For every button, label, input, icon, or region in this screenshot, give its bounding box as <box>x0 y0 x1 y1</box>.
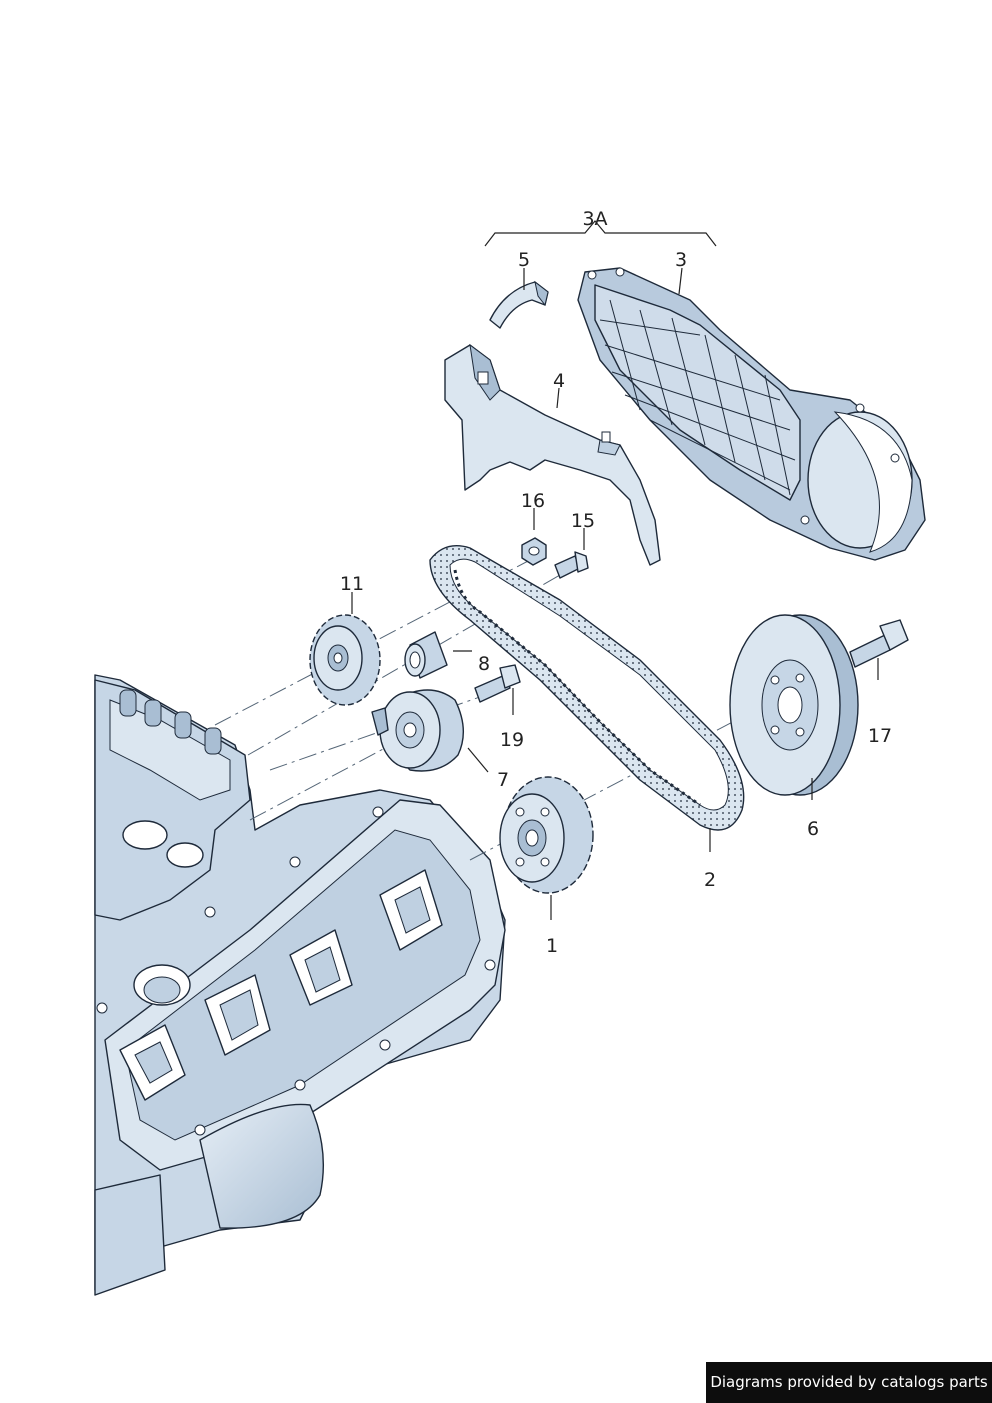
callout-7: 7 <box>497 769 509 791</box>
callout-8: 8 <box>478 653 490 675</box>
callout-2: 2 <box>704 869 716 891</box>
pulley-bolt <box>849 619 909 668</box>
retaining-clip <box>489 280 549 329</box>
callout-leader-lines <box>351 267 879 920</box>
callout-3: 3 <box>675 249 687 271</box>
engine-block <box>94 674 506 1296</box>
nut <box>521 537 547 566</box>
valve-pockets <box>119 869 443 1101</box>
small-bolt <box>554 551 589 579</box>
callout-17: 17 <box>868 725 892 747</box>
callout-6: 6 <box>807 818 819 840</box>
callout-4: 4 <box>553 370 565 392</box>
callout-16: 16 <box>521 490 545 512</box>
outer-timing-belt-cover <box>577 267 926 561</box>
camshaft-sprocket <box>309 614 381 706</box>
group-bracket-3a <box>484 220 717 247</box>
callout-numbers: 3A 3 5 4 16 15 11 8 19 7 17 6 2 1 <box>340 208 892 957</box>
bolt-holes <box>96 806 496 1136</box>
inner-cover-bracket <box>444 343 661 566</box>
diagram-credit-banner: Diagrams provided by catalogs parts <box>706 1362 992 1403</box>
toothed-timing-belt <box>429 545 745 831</box>
callout-15: 15 <box>571 510 595 532</box>
callout-11: 11 <box>340 573 364 595</box>
bore-holes <box>122 820 204 1006</box>
callout-5: 5 <box>518 249 530 271</box>
tension-roller <box>371 689 464 772</box>
callout-1: 1 <box>546 935 558 957</box>
spacer-bushing <box>404 631 448 679</box>
crankshaft-sprocket <box>499 776 594 894</box>
crankshaft-pulley <box>729 614 859 796</box>
callout-3a: 3A <box>582 208 607 230</box>
tensioner-bolt <box>474 664 521 703</box>
callout-19: 19 <box>500 729 524 751</box>
